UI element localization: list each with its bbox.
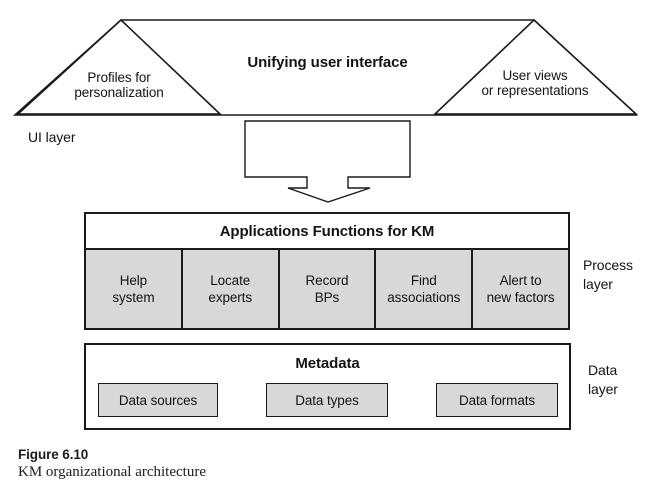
- data-types-box: Data types: [266, 383, 388, 417]
- metadata-box: Metadata Data sources Data types Data fo…: [84, 343, 571, 430]
- figure-caption: KM organizational architecture: [18, 464, 206, 480]
- cell-help-system-line1: Help: [119, 273, 148, 288]
- cell-find-associations-line1: Find: [410, 273, 437, 288]
- cell-alert-new-factors: Alert to new factors: [471, 250, 568, 328]
- unifying-user-interface-label: Unifying user interface: [247, 54, 408, 71]
- process-layer-label-line2: layer: [583, 276, 613, 292]
- applications-box-title: Applications Functions for KM: [86, 214, 568, 250]
- profiles-label-line2: personalization: [74, 85, 164, 100]
- cell-record-bps-line1: Record: [305, 273, 349, 288]
- data-layer-label-line2: layer: [588, 381, 618, 397]
- cell-alert-new-factors-line2: new factors: [486, 290, 555, 305]
- cell-find-associations-line2: associations: [387, 290, 461, 305]
- user-views-label-line2: or representations: [481, 83, 589, 98]
- cell-record-bps-line2: BPs: [314, 290, 340, 305]
- cell-alert-new-factors-line1: Alert to: [499, 273, 542, 288]
- cell-locate-experts: Locate experts: [180, 250, 278, 328]
- process-layer-label: Process layer: [583, 256, 633, 294]
- figure-number: Figure 6.10: [18, 447, 89, 462]
- cell-help-system-line2: system: [112, 290, 155, 305]
- profiles-label: Profiles for personalization: [39, 70, 199, 100]
- profiles-label-line1: Profiles for: [87, 70, 151, 85]
- applications-box: Applications Functions for KM Help syste…: [84, 212, 570, 330]
- cell-find-associations: Find associations: [374, 250, 472, 328]
- user-views-label-line1: User views: [502, 68, 568, 83]
- data-layer-label-line1: Data: [588, 362, 618, 378]
- cell-help-system: Help system: [86, 250, 181, 328]
- cell-locate-experts-line2: experts: [208, 290, 252, 305]
- user-views-label: User views or representations: [455, 68, 615, 98]
- cell-record-bps: Record BPs: [277, 250, 375, 328]
- ui-layer-label: UI layer: [28, 129, 76, 145]
- down-arrow-icon: [244, 120, 411, 203]
- metadata-box-title: Metadata: [295, 355, 360, 372]
- user-views-triangle: [432, 18, 639, 115]
- process-cells-row: Help system Locate experts Record BPs Fi…: [86, 250, 568, 328]
- process-layer-label-line1: Process: [583, 257, 633, 273]
- profiles-triangle: [15, 18, 223, 115]
- cell-locate-experts-line1: Locate: [210, 273, 251, 288]
- data-layer-label: Data layer: [588, 361, 618, 399]
- data-formats-box: Data formats: [436, 383, 558, 417]
- data-sources-box: Data sources: [98, 383, 218, 417]
